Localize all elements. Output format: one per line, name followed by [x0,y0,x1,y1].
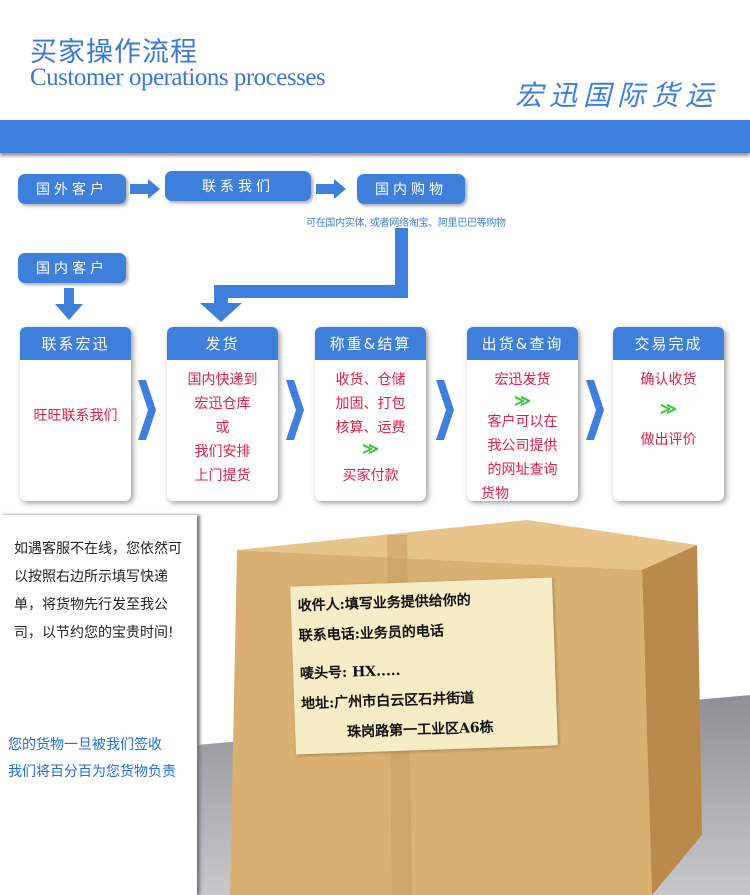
step-line: 做出评价 [640,432,697,448]
step-line: 客户可以在 [487,414,558,430]
step-line: 宏迅仓库 [194,396,251,412]
step-line: 收货、仓储 [335,372,406,388]
step-line: 确认收货 [640,372,697,388]
guarantee-line: 我们将百分百为您货物负责 [8,764,176,780]
label-phone: 联系电话:业务员的电话 [298,623,445,645]
step-title: 出货&查询 [467,327,578,360]
step-title: 发货 [167,327,278,360]
step-domestic-customer: 国内客户 [18,253,126,283]
step-foreign-customer: 国外客户 [18,174,126,204]
offline-note: 如遇客服不在线，您依然可以按照右边所示填写快递单，将货物先行发至我公司，以节约您… [14,541,182,641]
step-card-weigh: 称重&结算 收货、仓储加固、打包核算、运费 ≫ 买家付款 [315,327,426,501]
double-down-arrow-icon: ≫ [362,439,379,458]
step-line: 我公司提供 [487,438,558,454]
step-card-ship: 发货 国内快递到宏迅仓库或我们安排上门提货 [167,327,278,501]
step-line: 上门提货 [194,468,251,484]
step-line: 旺旺联系我们 [33,408,118,424]
step-card-contact: 联系宏迅 旺旺联系我们 [20,327,131,501]
chevron-right-icon [138,380,156,440]
step-title: 联系宏迅 [20,327,131,360]
header-band [0,120,750,153]
logo: 宏迅国际货运 [515,79,720,112]
step-line: 国内快递到 [187,372,258,388]
arrow-down-icon [55,288,83,320]
page-title: 买家操作流程 [30,37,198,68]
chevron-right-icon [586,380,604,440]
left-panel [0,515,197,895]
step-title: 称重&结算 [315,327,426,360]
step-line: 的网址查询 [487,462,558,478]
step-contact-us: 联系我们 [165,171,311,201]
arrow-right-icon [316,179,346,199]
step-line: 加固、打包 [335,396,406,412]
step-line: 货物 [481,486,509,501]
step-card-complete: 交易完成 确认收货 ≫ 做出评价 [613,327,724,501]
double-down-arrow-icon: ≫ [514,391,531,410]
step-line: 买家付款 [342,468,399,484]
guarantee-line: 您的货物一旦被我们签收 [8,737,162,753]
shipping-label-text: 收件人:填写业务提供给你的 联系电话:业务员的电话 唛头号: HX..... 地… [297,589,494,754]
step-line: 我们安排 [194,444,251,460]
step-domestic-shopping: 国内购物 [357,174,465,204]
shopping-note: 可在国内实体, 或者网络淘宝、阿里巴巴等购物 [306,218,506,229]
arrow-right-icon [130,179,160,199]
elbow-arrow-icon [200,228,408,322]
step-line: 或 [215,420,230,436]
step-card-dispatch: 出货&查询 宏迅发货 ≫ 客户可以在我公司提供的网址查询货物 [467,327,578,501]
chevron-right-icon [286,380,304,440]
chevron-right-icon [436,380,454,440]
step-line: 核算、运费 [335,420,406,436]
page-subtitle: Customer operations processes [30,64,326,91]
step-line: 宏迅发货 [494,372,551,388]
double-down-arrow-icon: ≫ [660,399,677,418]
step-title: 交易完成 [613,327,724,360]
